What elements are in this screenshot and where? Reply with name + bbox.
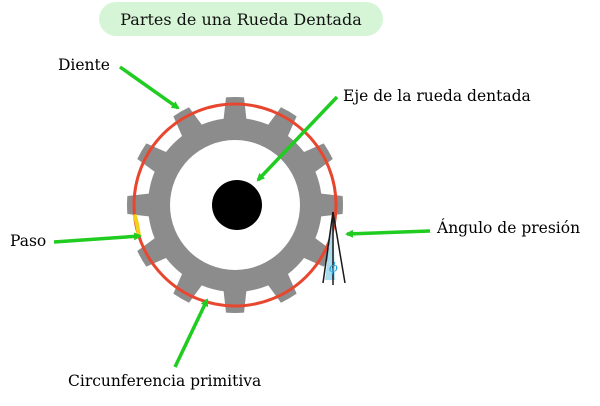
diagram-title: Partes de una Rueda Dentada bbox=[99, 2, 383, 36]
gear-body bbox=[127, 97, 343, 313]
arrow-circunferencia bbox=[173, 298, 209, 368]
label-diente: Diente bbox=[58, 56, 110, 74]
pressure-line-right bbox=[332, 211, 346, 284]
label-circunferencia: Circunferencia primitiva bbox=[68, 372, 262, 390]
label-angulo: Ángulo de presión bbox=[437, 219, 581, 237]
phi-symbol: ϕ bbox=[329, 261, 338, 276]
label-paso: Paso bbox=[10, 232, 47, 250]
axle-circle bbox=[212, 180, 262, 230]
arrow-eje bbox=[256, 95, 339, 182]
arrow-diente bbox=[118, 65, 180, 110]
diagram-title-text: Partes de una Rueda Dentada bbox=[120, 9, 362, 29]
pitch-circle bbox=[132, 102, 338, 308]
label-eje: Eje de la rueda dentada bbox=[343, 87, 531, 105]
arrow-angulo bbox=[345, 229, 431, 238]
pressure-line-left bbox=[322, 211, 334, 284]
arrow-paso bbox=[53, 232, 142, 244]
